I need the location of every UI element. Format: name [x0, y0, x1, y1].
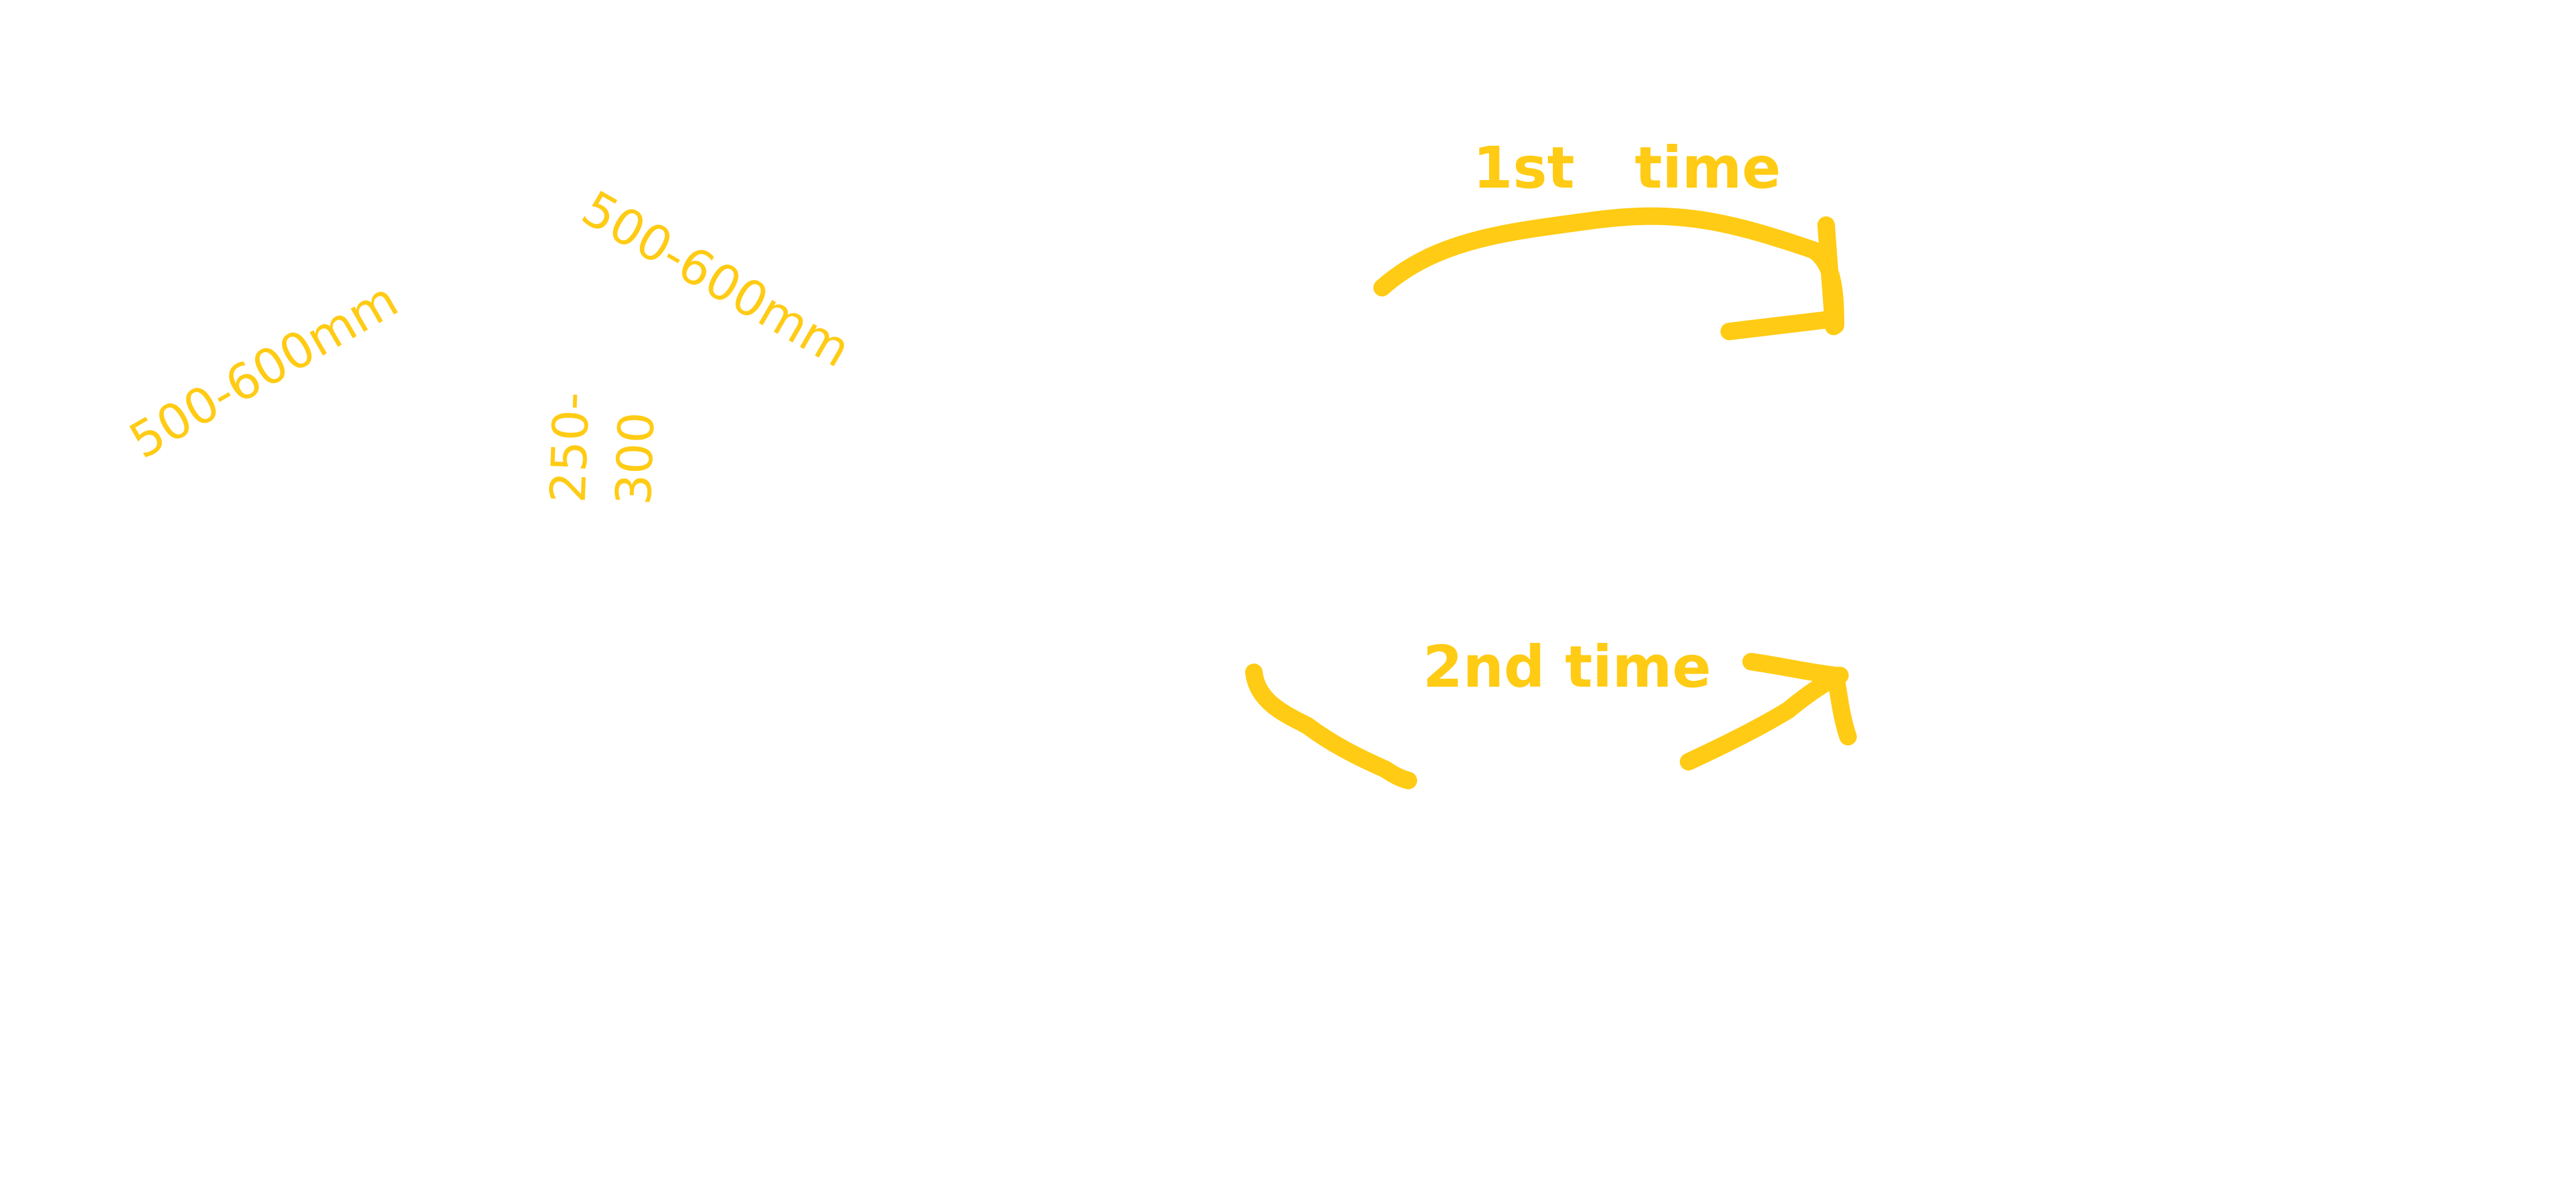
arrow-second-right-arc	[1680, 667, 1849, 770]
arrow-second-head-side	[1827, 667, 1857, 745]
dimension-label-left: 500-600mm	[121, 272, 408, 470]
arrow-first-shaft	[1817, 216, 1842, 335]
arrow-second-head-top	[1742, 653, 1844, 684]
arrow-second-left-arc	[1245, 664, 1417, 789]
dimension-label-vertical-line1: 250-	[540, 391, 600, 504]
arrow-first-curve	[1373, 207, 1844, 334]
step-label-second: 2nd time	[1423, 634, 1711, 700]
dimension-label-right: 500-600mm	[573, 181, 860, 379]
arrow-first-head	[1720, 310, 1842, 340]
arrow-second-time	[1245, 653, 1857, 789]
dimension-label-vertical-line2: 300	[606, 411, 665, 506]
arrow-first-time	[1373, 207, 1844, 340]
dimension-label-vertical: 250- 300	[540, 391, 665, 507]
step-label-first: 1st time	[1473, 134, 1781, 201]
